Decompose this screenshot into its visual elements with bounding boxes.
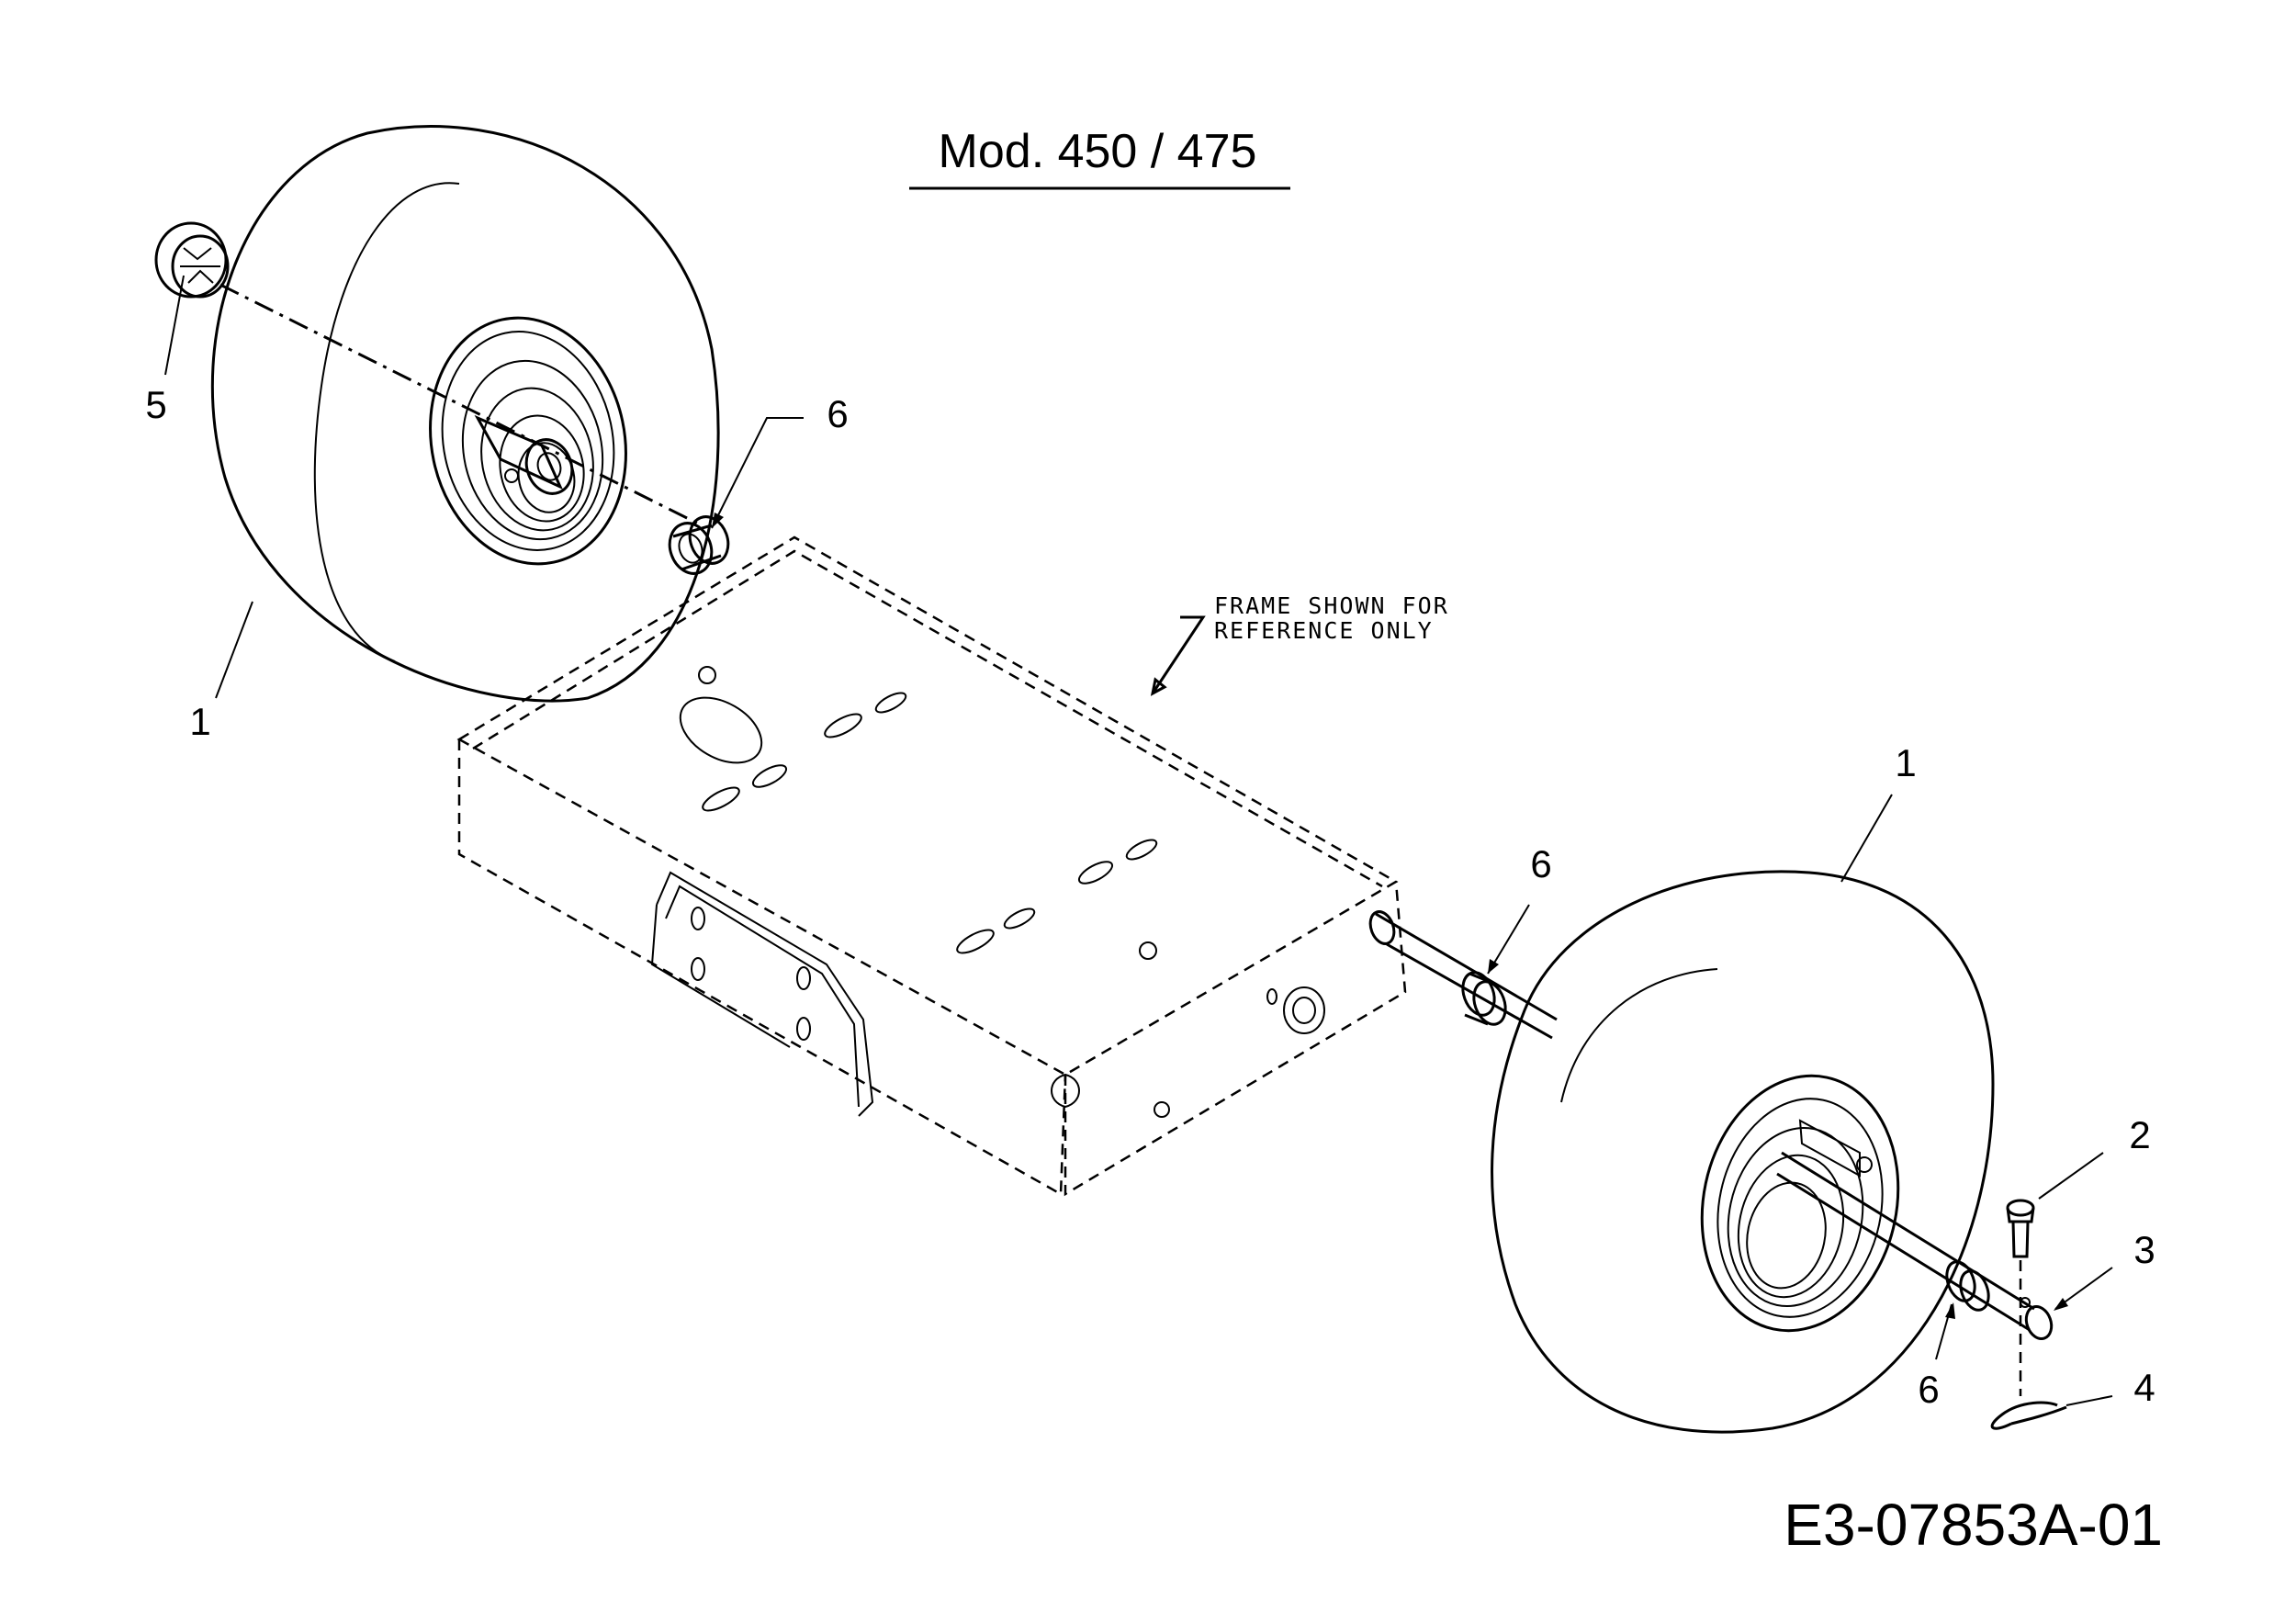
arrow-axle-end	[2054, 1298, 2068, 1311]
frame-note-line-2: REFERENCE ONLY	[1214, 617, 1434, 644]
callout-spacer-end: 6	[1918, 1368, 1939, 1411]
leader-spacer-left	[711, 417, 804, 529]
leader-wheel-left	[215, 601, 253, 699]
frame-reference	[456, 535, 1407, 1197]
diagram-title: Mod. 450 / 475	[939, 125, 1257, 178]
leader-hairpin-clip	[2065, 1395, 2113, 1406]
axis-centerline-left	[219, 283, 699, 525]
leader-clevis-pin	[2038, 1152, 2104, 1200]
cap-part-5	[154, 221, 230, 299]
leader-cap	[164, 275, 185, 376]
callout-spacer-mid: 6	[1530, 842, 1551, 885]
hairpin-clip-part-4	[1990, 1401, 2067, 1430]
frame-note-line-1: FRAME SHOWN FOR	[1214, 592, 1449, 619]
callout-hairpin-clip: 4	[2133, 1366, 2155, 1409]
callout-clevis-pin: 2	[2129, 1113, 2150, 1156]
arrow-spacer-end	[1945, 1302, 1955, 1319]
spacer-left	[668, 515, 730, 575]
leader-wheel-right	[1840, 794, 1893, 883]
clevis-pin-part-2	[2006, 1199, 2035, 1396]
wheel-left	[210, 125, 720, 703]
frame-note-arrowhead	[1150, 677, 1167, 696]
callout-wheel-right: 1	[1895, 741, 1916, 784]
axle	[1368, 910, 2054, 1340]
arrow-spacer-left	[712, 513, 724, 528]
wheel-right	[1491, 870, 1995, 1434]
callout-spacer-left: 6	[827, 392, 848, 435]
frame-note-leader	[1151, 615, 1206, 694]
callout-axle-end: 3	[2133, 1228, 2155, 1271]
arrow-spacer-mid	[1488, 959, 1499, 974]
callout-wheel-left: 1	[189, 700, 210, 743]
drawing-code: E3-07853A-01	[1784, 1492, 2163, 1558]
callout-cap: 5	[145, 383, 166, 426]
